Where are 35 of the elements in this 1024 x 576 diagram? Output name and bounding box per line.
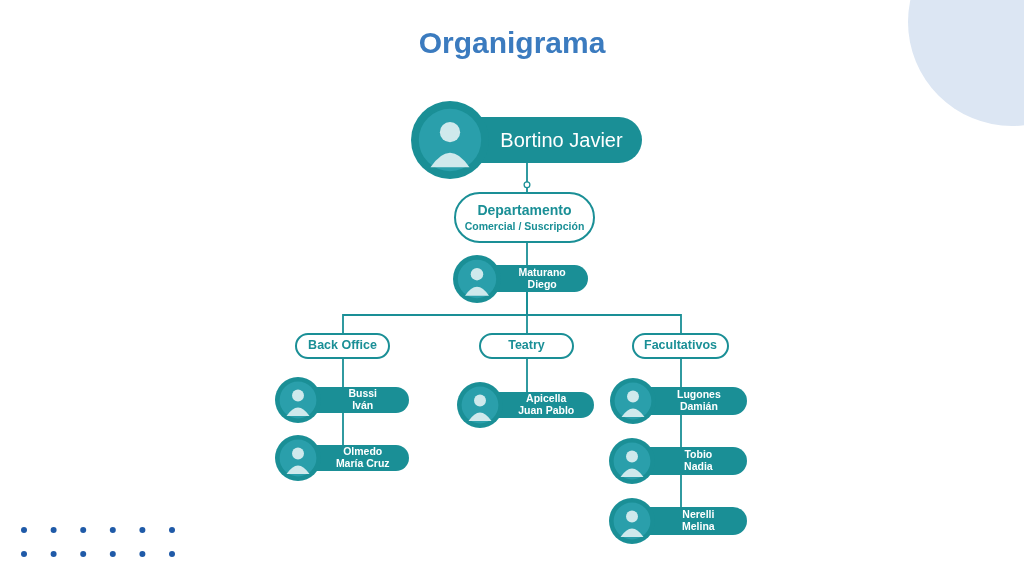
person-name: Tobio Nadia [683, 449, 714, 473]
department-name: Facultativos [643, 339, 718, 353]
title: Organigrama [418, 26, 606, 60]
person-name: Olmedo María Cruz [334, 446, 391, 470]
name-pill [316, 445, 409, 471]
department-name: Departamento [476, 202, 573, 218]
department-pill [632, 333, 729, 359]
person-name: Lugones Damián [676, 389, 722, 413]
connector-line [680, 474, 682, 508]
person-name: Apicella Juan Pablo [517, 393, 576, 417]
person-name: Maturano Diego [517, 266, 567, 291]
name-pill [496, 265, 588, 292]
name-pill [649, 507, 747, 535]
department-subtitle: Comercial / Suscripción [464, 220, 585, 233]
department-name: Teatry [507, 339, 546, 353]
person-name: Nerelli Melina [681, 509, 716, 533]
connector-line [342, 412, 344, 446]
connector-line [342, 358, 344, 388]
connector-line [523, 162, 531, 193]
connector-line [526, 242, 528, 266]
name-pill [498, 392, 594, 418]
name-pill [649, 447, 747, 475]
person-name: Bortino Javier [499, 129, 624, 151]
department-pill [295, 333, 390, 359]
department-pill [479, 333, 574, 359]
name-pill [481, 117, 642, 163]
department-name: Back Office [307, 339, 378, 353]
connector-line [680, 358, 682, 388]
name-pill [650, 387, 747, 415]
connector-line [526, 358, 528, 393]
name-pill [316, 387, 409, 413]
department-pill [454, 192, 595, 243]
person-name: Bussi Iván [347, 388, 378, 412]
connector-line [680, 414, 682, 448]
connector-line [526, 291, 682, 334]
